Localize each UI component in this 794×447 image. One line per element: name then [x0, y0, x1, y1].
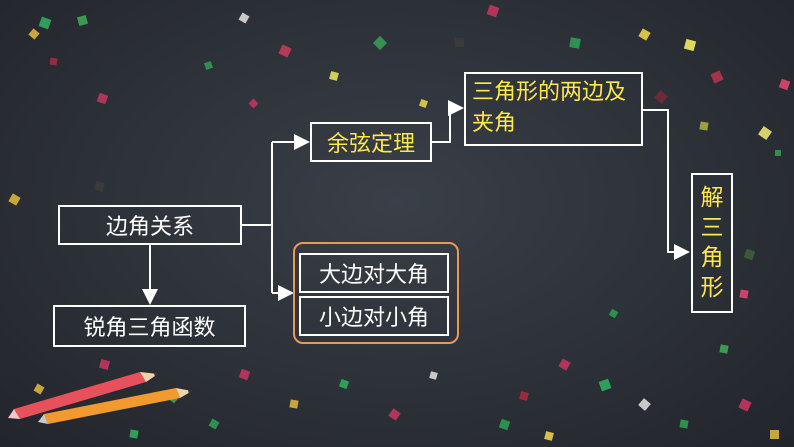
solve-triangle-char: 解: [700, 185, 724, 211]
solve-triangle-char: 三: [700, 215, 724, 241]
solve-triangle-char: 形: [700, 275, 724, 301]
arrow-to-two-sides-angle: [432, 100, 464, 143]
red-pencil-icon: [8, 372, 158, 419]
confetti-piece: [770, 430, 779, 439]
confetti-piece: [775, 150, 781, 156]
arrow-to-solve-triangle: [643, 109, 690, 260]
node-solve-triangle: 解 三 角 形: [691, 173, 733, 313]
node-edge-angle-relation: 边角关系: [58, 205, 242, 245]
side-angle-group: [293, 242, 459, 344]
solve-triangle-char: 角: [700, 245, 724, 271]
orange-pencil-icon: [38, 388, 192, 424]
node-law-of-cosines: 余弦定理: [310, 122, 432, 162]
confetti-piece: [455, 38, 464, 47]
node-acute-trig-functions: 锐角三角函数: [53, 305, 246, 347]
node-bigger-side-bigger-angle: 大边对大角: [299, 253, 449, 293]
node-smaller-side-smaller-angle: 小边对小角: [299, 296, 449, 336]
node-two-sides-included-angle: 三角形的两边及夹角: [464, 72, 643, 146]
